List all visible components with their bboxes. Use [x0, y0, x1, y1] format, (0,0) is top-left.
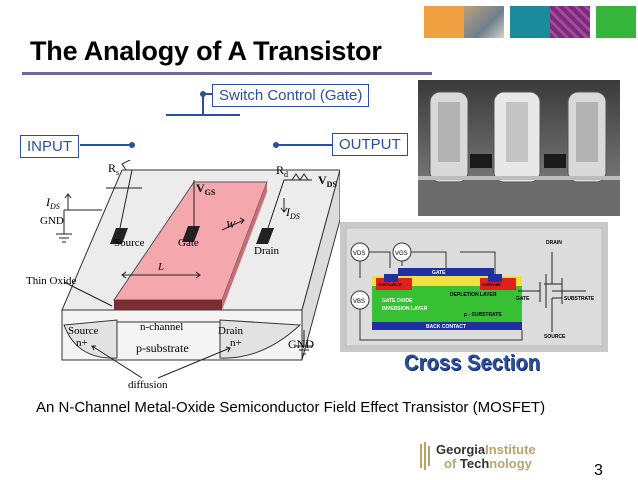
logo-nology: nology [489, 456, 532, 471]
orange-tile [424, 6, 464, 38]
p-substrate-label: p-substrate [136, 341, 189, 355]
logo-georgia: Georgia [436, 442, 486, 457]
rd-subscript: d [284, 170, 288, 179]
vds-source: VDS [353, 251, 365, 257]
drain-diffusion [219, 319, 302, 359]
photo-tile [464, 6, 504, 38]
source-diffusion [63, 319, 118, 359]
depletion-layer [372, 276, 522, 286]
georgia-tech-logo: GeorgiaInstitute of Technology [420, 442, 536, 471]
back-contact-text: BACK CONTACT [426, 324, 466, 330]
slide-title: The Analogy of A Transistor [30, 36, 382, 66]
drain-doping-label: n+ [230, 337, 242, 349]
title-underline [22, 72, 432, 75]
ids-left-label: I [45, 195, 51, 209]
thin-oxide-layer [114, 300, 222, 310]
rs-label: R [108, 161, 116, 175]
vgs-label: V [196, 181, 205, 195]
ids-right-label: I [285, 205, 291, 219]
vgs-subscript: GS [205, 188, 216, 197]
slide-caption: An N-Channel Metal-Oxide Semiconductor F… [36, 399, 546, 416]
sem-photo [418, 80, 620, 216]
source-doping-label: n+ [76, 337, 88, 349]
source-terminal-label: Source [114, 237, 145, 249]
n-source-text: n-SOURCE [378, 282, 402, 287]
gate-oxide-text: GATE OXIDE [382, 298, 413, 304]
svg-text:VDS: VDS [318, 173, 337, 189]
rs-subscript: s [116, 168, 119, 177]
gnd-right-label: GND [288, 337, 314, 351]
input-label: INPUT [20, 135, 79, 158]
ids-left-subscript: DS [49, 202, 60, 211]
length-label: L [157, 261, 164, 273]
symbol-gate-text: GATE [516, 296, 530, 302]
rd-label: R [276, 163, 284, 177]
teal-tile [510, 6, 550, 38]
svg-text:VGS: VGS [196, 181, 216, 197]
cross-section-heading: Cross Section [404, 350, 541, 375]
drain-terminal-label: Drain [254, 245, 280, 257]
svg-text:IDS: IDS [45, 195, 60, 211]
svg-text:of Technology: of Technology [444, 456, 533, 471]
n-drain-text: n-DRAIN [482, 282, 501, 287]
mosfet-diagram: Rs Rd IDS IDS GND VGS VDS Source Gate Dr… [26, 160, 340, 391]
source-contact [110, 228, 128, 244]
logo-tech: Tech [460, 456, 489, 471]
diffusion-label: diffusion [128, 379, 168, 391]
source-region-label: Source [68, 325, 99, 337]
back-contact-layer [372, 322, 522, 330]
symbol-source-text: SOURCE [544, 334, 566, 340]
vds-label: V [318, 173, 327, 187]
gate-text: GATE [432, 270, 446, 276]
n-channel-label: n-channel [140, 321, 183, 333]
symbol-substrate-text: SUBSTRATE [564, 296, 595, 302]
drain-region-label: Drain [218, 325, 244, 337]
depletion-text: DEPLETION LAYER [450, 292, 497, 298]
vbs-source: VBS [353, 299, 365, 305]
chip-tile [550, 6, 590, 38]
inversion-text: INVERSION LAYER [382, 306, 428, 312]
svg-text:Rd: Rd [276, 163, 288, 179]
cross-section-diagram: VDS VGS VBS GATE n-SOURCE n-DRAIN DEPLET… [340, 222, 608, 352]
output-label: OUTPUT [332, 133, 408, 156]
logo-of: of [444, 456, 460, 471]
svg-text:Rs: Rs [108, 161, 119, 177]
gate-layer [398, 268, 494, 276]
p-substrate-text: p - SUBSTRATE [464, 312, 502, 318]
vgs-source: VGS [395, 251, 408, 257]
green-tile [596, 6, 636, 38]
width-label: W [226, 219, 236, 231]
ids-right-subscript: DS [289, 212, 300, 221]
substrate-side-face [301, 169, 340, 361]
gnd-left-label: GND [40, 215, 64, 227]
gate-contact [182, 226, 200, 242]
svg-text:IDS: IDS [285, 205, 300, 221]
switch-control-gate-label: Switch Control (Gate) [212, 84, 370, 107]
logo-institute: Institute [485, 442, 536, 457]
vds-subscript: DS [327, 180, 338, 189]
gate-terminal-label: Gate [178, 237, 199, 249]
page-number: 3 [594, 462, 603, 479]
svg-text:GeorgiaInstitute: GeorgiaInstitute [436, 442, 536, 457]
drain-contact [256, 228, 274, 244]
thin-oxide-label: Thin Oxide [26, 275, 77, 287]
gate-plate-side [222, 182, 267, 310]
symbol-drain-text: DRAIN [546, 240, 562, 246]
